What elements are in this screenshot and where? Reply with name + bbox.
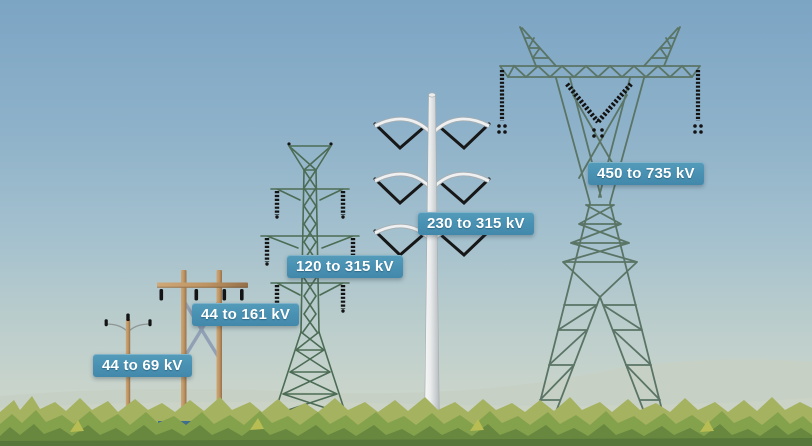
crossarm-shade (157, 286, 248, 288)
right-horn (643, 26, 681, 67)
pole-cap (428, 92, 436, 98)
outer-insulator-strings (499, 70, 701, 121)
tower-base-lattice (275, 331, 345, 415)
crossarm-top (270, 188, 350, 201)
guyed-v-tower-structure (497, 26, 703, 431)
insulator-strings (264, 191, 356, 309)
crossarm-chords (499, 65, 701, 78)
left-pole (181, 270, 187, 421)
voltage-label-44-161: 44 to 161 kV (192, 303, 300, 326)
left-leg-lattice (539, 304, 598, 401)
voltage-label-450-735: 450 to 735 kV (588, 162, 704, 185)
center-v-insulator (565, 82, 633, 124)
upper-lattice (569, 77, 631, 198)
tower-body-lattice (302, 169, 318, 333)
voltage-label-230-315: 230 to 315 kV (418, 212, 534, 235)
waist-lattice (562, 204, 638, 299)
crossarm (157, 282, 248, 288)
grass-foreground (0, 396, 812, 446)
tower-outline (532, 77, 668, 431)
left-horn (519, 26, 557, 67)
v-insulators (373, 122, 491, 258)
grass-dark-strip (0, 438, 812, 446)
tower-head (288, 145, 332, 171)
right-leg-lattice (602, 304, 661, 401)
tubular-pole-structure (373, 92, 491, 433)
leg-inner-edges (548, 296, 652, 431)
crossarm-bottom (270, 282, 350, 296)
davit-arms (373, 116, 491, 240)
steel-pole (424, 94, 440, 433)
crossarm-middle (260, 235, 360, 249)
suspension-insulators (159, 289, 244, 301)
crossarm-lattice (507, 64, 693, 79)
tower-body-edges (300, 169, 320, 333)
lattice-tower-structure (260, 142, 360, 419)
pin-insulators (104, 313, 152, 327)
voltage-label-120-315: 120 to 315 kV (287, 255, 403, 278)
voltage-label-44-69: 44 to 69 kV (93, 354, 192, 377)
insulator-hardware-dots (497, 124, 703, 138)
